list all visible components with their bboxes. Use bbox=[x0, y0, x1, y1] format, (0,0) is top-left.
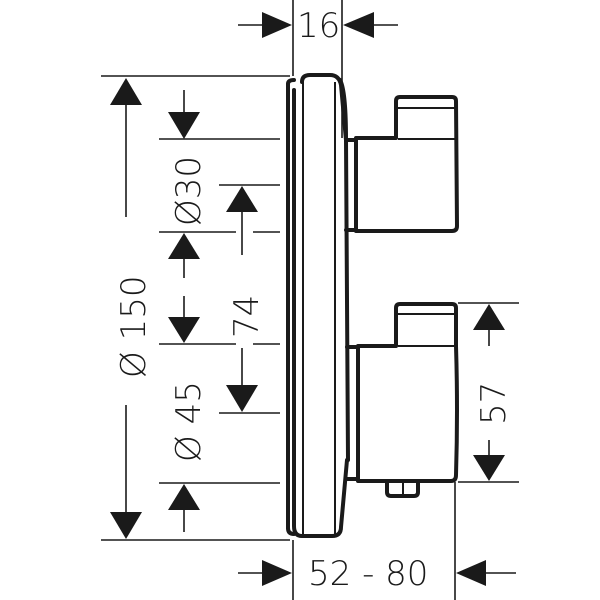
arrow-up-icon bbox=[110, 78, 142, 105]
arrow-right-icon bbox=[262, 560, 292, 586]
dim-lower-handle-height: 57 bbox=[458, 302, 519, 483]
arrow-left-icon bbox=[343, 12, 374, 38]
arrow-up-icon bbox=[473, 304, 505, 330]
arrow-up-icon bbox=[226, 186, 258, 212]
arrow-down-icon bbox=[473, 455, 505, 481]
dim-label-52-80: 52 - 80 bbox=[308, 554, 428, 594]
dim-top-depth: 16 bbox=[238, 0, 398, 138]
dim-handle-spacing: 74 bbox=[219, 184, 280, 414]
arrow-up-icon bbox=[168, 484, 200, 510]
arrow-down-icon bbox=[110, 512, 142, 539]
arrow-down-icon bbox=[226, 385, 258, 412]
arrow-down-icon bbox=[168, 317, 200, 343]
wall-plate bbox=[286, 73, 350, 538]
dim-projection-range: 52 - 80 bbox=[238, 482, 516, 600]
dim-lower-handle-diameter: Ø 45 bbox=[159, 296, 280, 532]
dim-plate-diameter: Ø 150 bbox=[101, 75, 290, 541]
dim-upper-handle-diameter: Ø30 bbox=[159, 90, 280, 278]
dim-label-16: 16 bbox=[297, 6, 340, 46]
dim-label-57: 57 bbox=[474, 382, 514, 425]
arrow-down-icon bbox=[168, 112, 200, 139]
dim-label-30: Ø30 bbox=[169, 156, 209, 226]
lower-handle bbox=[345, 302, 459, 498]
dim-label-45: Ø 45 bbox=[169, 381, 209, 462]
arrow-right-icon bbox=[262, 12, 292, 38]
arrow-up-icon bbox=[168, 233, 200, 259]
arrow-left-icon bbox=[456, 560, 486, 586]
dim-label-150: Ø 150 bbox=[114, 276, 154, 378]
upper-handle bbox=[344, 95, 459, 233]
dim-label-74: 74 bbox=[227, 295, 267, 338]
